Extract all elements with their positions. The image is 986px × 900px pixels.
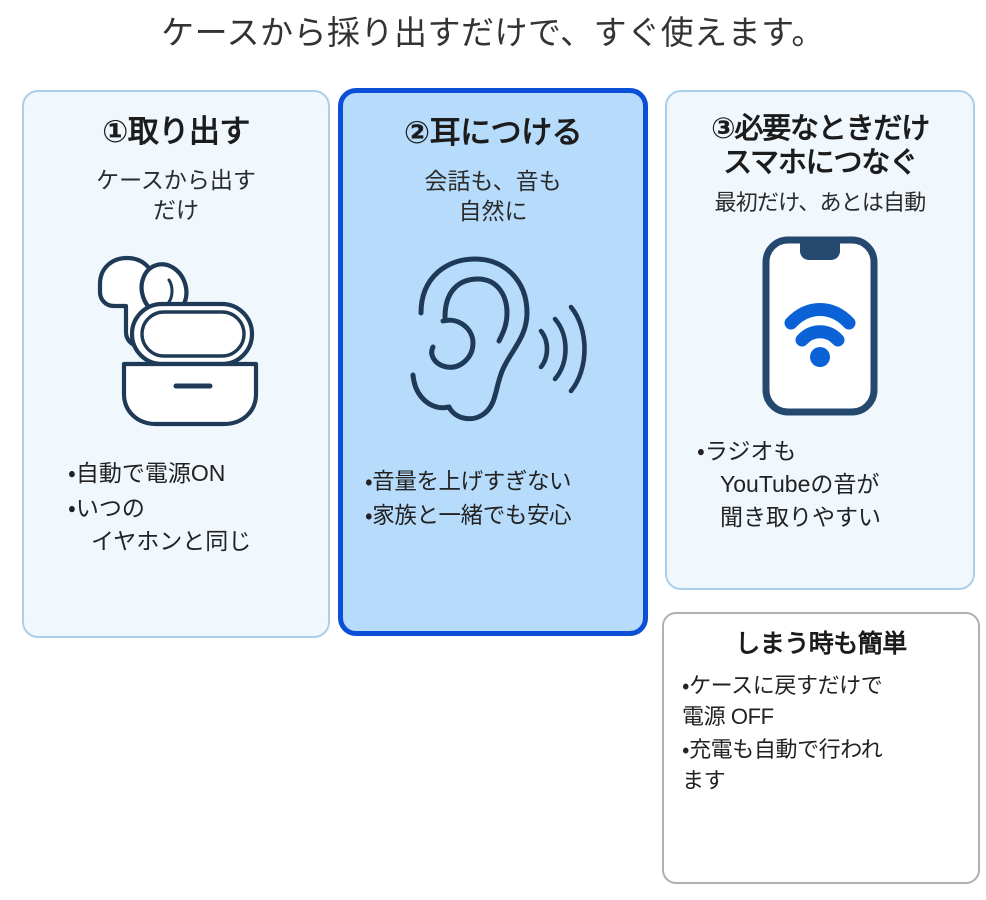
storage-note-card: しまう時も簡単 ・ケースに戻すだけで 電源 OFF ・充電も自動で行われ ます: [662, 612, 980, 884]
step-1-heading: ①取り出す: [102, 114, 250, 149]
list-item: ・家族と一緒でも安心: [365, 503, 572, 529]
earbud-case-icon: [97, 255, 259, 426]
step-card-2: ②耳につける 会話も、音も 自然に ・音量を上げすぎない ・家族と一緒でも安心: [338, 88, 648, 636]
smartphone-wifi-icon: [762, 236, 878, 416]
step-card-1: ①取り出す ケースから出す だけ ・自動で電源ON ・いつの イヤホンと同じ: [22, 90, 330, 638]
step-3-heading: ③必要なときだけ スマホにつなぐ: [711, 113, 930, 180]
list-item: ・充電も自動で行われ ます: [682, 736, 883, 794]
step-2-bullets: ・音量を上げすぎない ・家族と一緒でも安心: [343, 466, 643, 534]
list-item: ・自動で電源ON: [68, 460, 226, 487]
earbud-case-icon-wrap: [76, 243, 276, 433]
storage-note-bullets: ・ケースに戻すだけで 電源 OFF ・充電も自動で行われ ます: [664, 670, 978, 799]
step-1-bullets: ・自動で電源ON ・いつの イヤホンと同じ: [24, 457, 328, 559]
step-3-subtitle: 最初だけ、あとは自動: [714, 190, 927, 216]
list-item: ・ケースに戻すだけで 電源 OFF: [682, 672, 883, 729]
storage-note-heading: しまう時も簡単: [735, 630, 907, 658]
step-2-heading: ②耳につける: [403, 115, 583, 150]
list-item: ・ラジオも YouTubeの音が 聞き取りやすい: [697, 438, 881, 530]
list-item: ・音量を上げすぎない: [365, 469, 572, 495]
step-3-bullets: ・ラジオも YouTubeの音が 聞き取りやすい: [667, 435, 973, 535]
step-1-subtitle: ケースから出す だけ: [96, 166, 256, 223]
wifi-glyph: [784, 303, 856, 347]
step-2-subtitle: 会話も、音も 自然に: [424, 167, 562, 224]
ear-hearing-icon-wrap: [393, 246, 593, 436]
ear-hearing-icon: [410, 256, 587, 422]
page-title: ケースから採り出すだけで、すぐ使えます。: [161, 14, 825, 51]
smartphone-wifi-icon-wrap: [760, 231, 880, 421]
list-item: ・いつの イヤホンと同じ: [68, 494, 252, 554]
step-card-3: ③必要なときだけ スマホにつなぐ 最初だけ、あとは自動 ・ラジオも YouTub…: [665, 90, 975, 590]
wifi-dot: [810, 347, 830, 368]
